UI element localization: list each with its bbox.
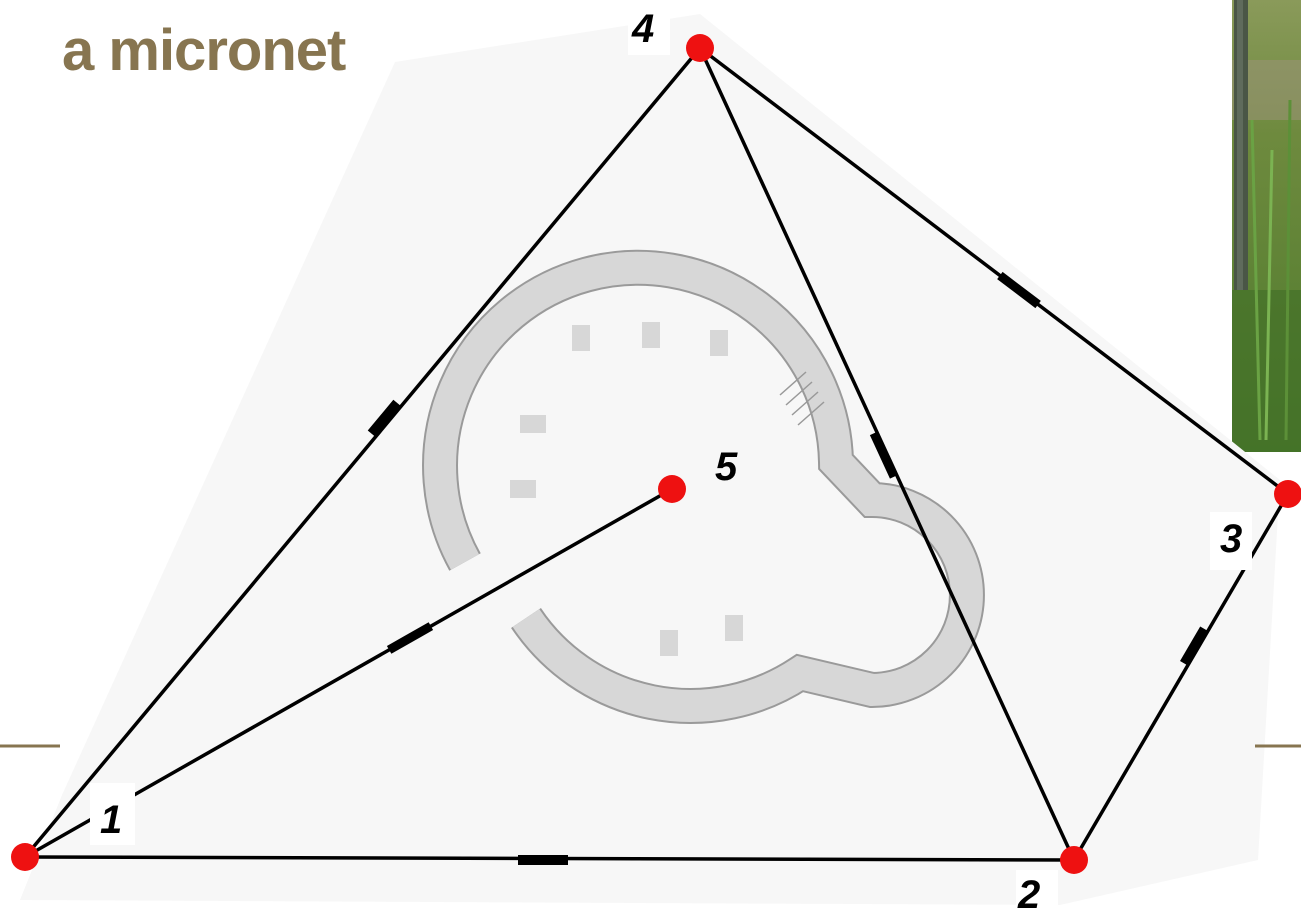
background-polygon: [20, 14, 1280, 905]
building-floorplan: [422, 249, 985, 724]
node-5: [658, 475, 686, 503]
node-label-2: 2: [1017, 873, 1040, 914]
nodes: [11, 34, 1301, 874]
edge-4-3: [698, 46, 1290, 496]
edge-3-2: [1072, 493, 1290, 861]
node-label-1: 1: [100, 798, 122, 842]
edge-marker-3-2: [1180, 626, 1208, 666]
field-photo: [1232, 0, 1301, 452]
edge-markers: [367, 271, 1208, 865]
edge-marker-1-2: [518, 855, 568, 865]
edge-marker-1-5: [386, 622, 434, 654]
node-4: [686, 34, 714, 62]
edge-marker-1-4: [367, 399, 401, 437]
node-label-4: 4: [631, 7, 654, 51]
node-1: [11, 843, 39, 871]
node-3: [1274, 480, 1301, 508]
node-labels: 1 2 3 4 5: [100, 7, 1242, 914]
slide-title: a micronet: [62, 18, 346, 83]
edge-marker-4-2: [869, 431, 899, 479]
node-label-3: 3: [1220, 517, 1242, 561]
node-label-5: 5: [715, 445, 738, 489]
edge-1-4: [23, 46, 702, 859]
node-2: [1060, 846, 1088, 874]
edge-marker-4-3: [997, 271, 1041, 309]
label-backgrounds: [90, 5, 1252, 914]
